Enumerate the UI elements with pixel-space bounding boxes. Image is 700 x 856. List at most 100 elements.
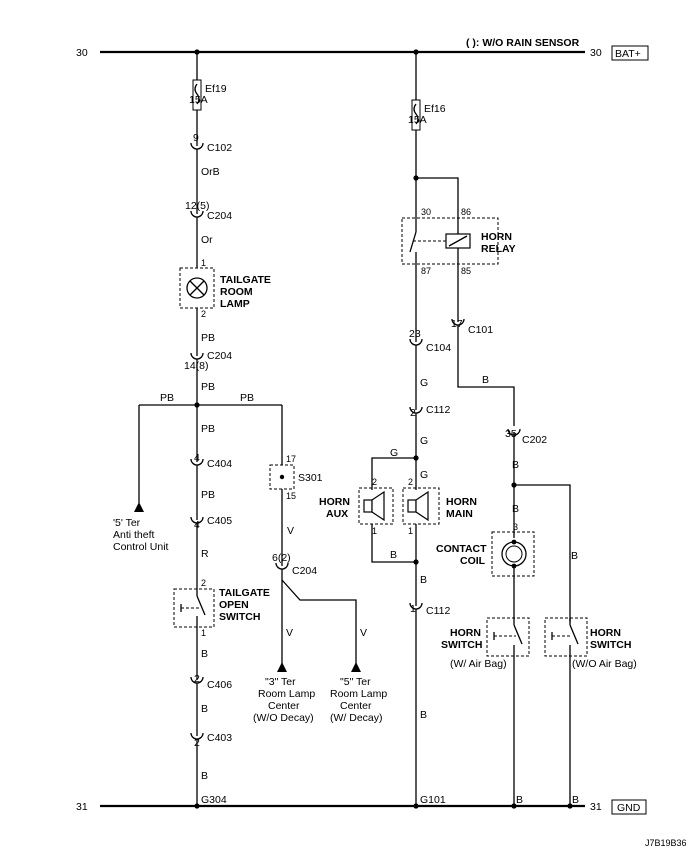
svg-text:14(8): 14(8) (184, 360, 209, 372)
horn-aux: 2 1 HORN AUX (319, 477, 394, 536)
svg-text:HORN: HORN (481, 231, 512, 243)
tailgate-open-switch: 2 1 TAILGATE OPEN SWITCH (173, 578, 270, 638)
svg-text:(W/O Air Bag): (W/O Air Bag) (572, 658, 637, 670)
room-lamp-branch: 17 S301 15 V 6(2) C204 V V "3" Ter Room … (253, 405, 387, 724)
wire-pb-right: PB (240, 392, 254, 404)
svg-text:"3" Ter: "3" Ter (265, 676, 296, 688)
wire-g-1: G (420, 377, 428, 389)
svg-text:RELAY: RELAY (481, 243, 516, 255)
svg-text:SWITCH: SWITCH (441, 639, 482, 651)
svg-text:12(5): 12(5) (185, 200, 210, 212)
wire-b-r3: B (420, 709, 427, 721)
svg-text:Control Unit: Control Unit (113, 541, 169, 553)
svg-text:2: 2 (372, 477, 377, 487)
tailgate-branch: Ef19 15A 9 C102 OrB 12(5) C204 Or 1 2 TA… (113, 49, 282, 809)
diagram-code: J7B19B36 (645, 838, 687, 848)
wire-g-4: G (420, 469, 428, 481)
svg-text:SWITCH: SWITCH (590, 639, 631, 651)
wire-b-3: B (201, 770, 208, 782)
svg-text:1: 1 (201, 258, 206, 268)
svg-text:C112: C112 (426, 605, 450, 617)
wire-pb-1: PB (201, 332, 215, 344)
svg-text:(W/ Air Bag): (W/ Air Bag) (450, 658, 507, 670)
svg-text:Room Lamp: Room Lamp (258, 688, 315, 700)
svg-text:AUX: AUX (326, 508, 348, 520)
svg-text:15: 15 (286, 491, 296, 501)
bat-plus-label: BAT+ (615, 48, 641, 60)
fuse-ef19: Ef19 15A (189, 79, 227, 111)
wire-g-3: G (390, 447, 398, 459)
horn-switch-airbag: HORN SWITCH (W/ Air Bag) (441, 617, 530, 670)
ground-g304: G304 (201, 794, 227, 806)
svg-text:86: 86 (461, 207, 471, 217)
svg-text:1: 1 (408, 526, 413, 536)
svg-text:Ef16: Ef16 (424, 103, 446, 115)
svg-text:Ef19: Ef19 (205, 83, 227, 95)
svg-text:1: 1 (410, 603, 416, 615)
wire-b-1: B (201, 648, 208, 660)
svg-text:C204: C204 (207, 350, 232, 362)
svg-text:15A: 15A (408, 114, 427, 126)
svg-text:Anti theft: Anti theft (113, 529, 155, 541)
svg-text:C405: C405 (207, 515, 232, 527)
svg-text:C204: C204 (292, 565, 317, 577)
wire-b-r8: B (516, 794, 523, 806)
svg-text:TAILGATE: TAILGATE (219, 587, 270, 599)
svg-text:Room Lamp: Room Lamp (330, 688, 387, 700)
svg-text:"5" Ter: "5" Ter (340, 676, 371, 688)
wire-v-2: V (286, 627, 293, 639)
svg-text:COIL: COIL (460, 555, 486, 567)
svg-text:LAMP: LAMP (220, 298, 250, 310)
wire-pb-4: PB (201, 489, 215, 501)
svg-text:2: 2 (201, 578, 206, 588)
ground-g101: G101 (420, 794, 446, 806)
svg-text:1: 1 (201, 628, 206, 638)
svg-text:Center: Center (340, 700, 372, 712)
connector-c204-c: 6(2) C204 (272, 552, 317, 577)
wire-b-r7: B (571, 550, 578, 562)
svg-text:TAILGATE: TAILGATE (220, 274, 271, 286)
svg-text:(W/ Decay): (W/ Decay) (330, 712, 383, 724)
wire-r: R (201, 548, 209, 560)
dest-room5: "5" Ter Room Lamp Center (W/ Decay) (330, 676, 387, 724)
wire-pb-2: PB (201, 381, 215, 393)
wire-or: Or (201, 234, 213, 246)
wire-v-1: V (287, 525, 294, 537)
rain-sensor-legend: ( ): W/O RAIN SENSOR (466, 37, 580, 49)
svg-text:C406: C406 (207, 679, 232, 691)
svg-text:35: 35 (505, 428, 517, 440)
svg-text:C101: C101 (468, 324, 493, 336)
battery-bus: 30 30 BAT+ ( ): W/O RAIN SENSOR (76, 37, 649, 61)
svg-text:MAIN: MAIN (446, 508, 473, 520)
svg-text:C403: C403 (207, 732, 232, 744)
connector-c104: 23 C104 (409, 328, 451, 354)
svg-text:S301: S301 (298, 472, 323, 484)
horn-main: 2 1 HORN MAIN (402, 477, 477, 536)
svg-text:OPEN: OPEN (219, 599, 249, 611)
svg-text:2: 2 (194, 673, 200, 685)
wire-orb: OrB (201, 166, 220, 178)
wire-g-2: G (420, 435, 428, 447)
svg-text:Center: Center (268, 700, 300, 712)
svg-text:85: 85 (461, 266, 471, 276)
svg-text:'5' Ter: '5' Ter (113, 517, 141, 529)
svg-text:23: 23 (409, 328, 421, 340)
svg-text:C102: C102 (207, 142, 232, 154)
svg-text:3: 3 (513, 522, 518, 532)
dest-room3: "3" Ter Room Lamp Center (W/O Decay) (253, 676, 315, 724)
connector-c204-a: 12(5) C204 (185, 200, 232, 222)
svg-text:87: 87 (421, 266, 431, 276)
svg-text:(W/O Decay): (W/O Decay) (253, 712, 314, 724)
svg-text:C112: C112 (426, 404, 450, 416)
bus-top-left-num: 30 (76, 47, 88, 59)
contact-coil: 3 CONTACT COIL (436, 522, 535, 577)
svg-text:1: 1 (372, 526, 377, 536)
wire-b-r4: B (482, 374, 489, 386)
svg-text:17: 17 (451, 318, 463, 330)
svg-text:17: 17 (286, 454, 296, 464)
svg-text:HORN: HORN (590, 627, 621, 639)
wire-pb-left: PB (160, 392, 174, 404)
svg-text:HORN: HORN (446, 496, 477, 508)
